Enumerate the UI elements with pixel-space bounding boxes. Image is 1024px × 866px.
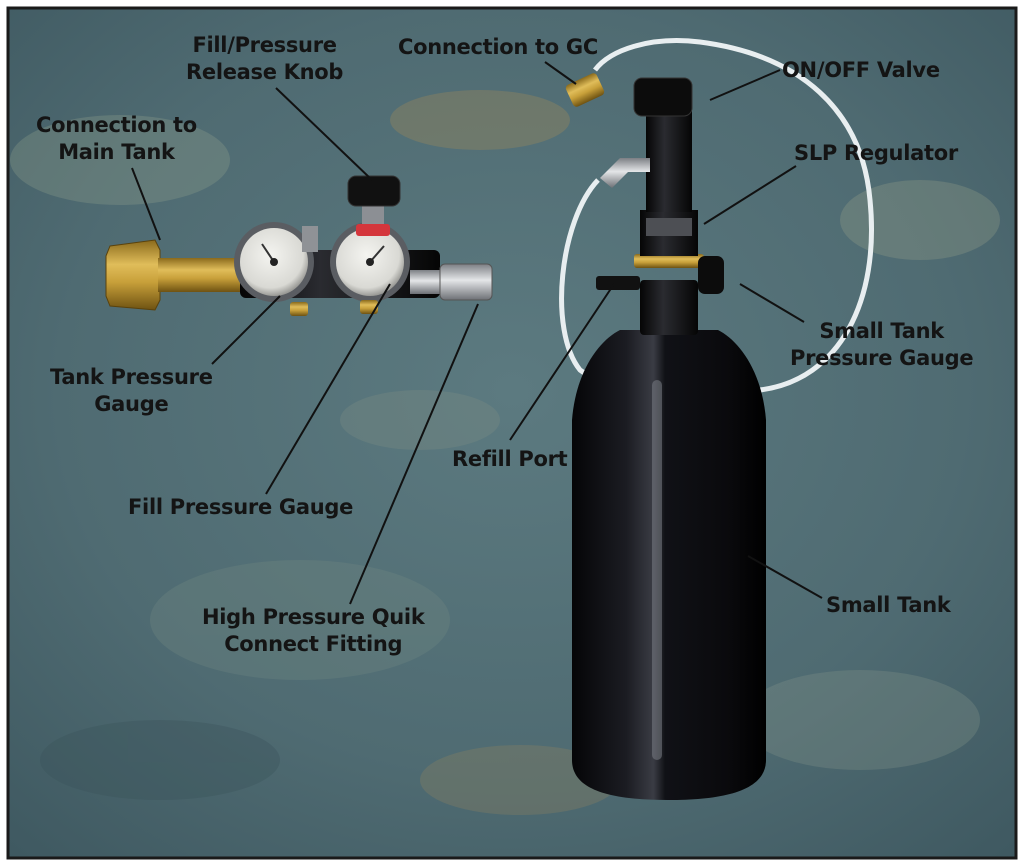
label-small-tank: Small Tank xyxy=(826,593,951,617)
leader-on-off-valve xyxy=(709,69,781,101)
label-on-off-valve: ON/OFF Valve xyxy=(782,58,940,82)
leader-quik-connect xyxy=(349,303,479,605)
leader-tank-pressure-gauge xyxy=(211,295,281,365)
leader-fill-release-knob xyxy=(275,87,373,181)
leader-small-tank-gauge xyxy=(739,283,805,323)
leader-small-tank xyxy=(747,555,823,599)
label-slp-regulator: SLP Regulator xyxy=(794,141,958,165)
label-refill-port: Refill Port xyxy=(452,447,568,471)
leader-fill-pressure-gauge xyxy=(265,283,391,495)
leader-connection-gc xyxy=(544,61,577,85)
leader-slp-regulator xyxy=(703,165,797,225)
regulator-assembly xyxy=(105,175,493,316)
label-connection-main-tank: Connection to Main Tank xyxy=(36,113,197,164)
label-fill-release-knob: Fill/Pressure Release Knob xyxy=(186,33,344,84)
gc-connector-fitting xyxy=(565,73,605,107)
label-quik-connect: High Pressure Quik Connect Fitting xyxy=(202,605,425,656)
label-fill-pressure-gauge: Fill Pressure Gauge xyxy=(128,495,354,519)
leader-connection-main-tank xyxy=(131,167,161,241)
leader-refill-port xyxy=(509,283,615,441)
slate-background xyxy=(6,6,1018,860)
label-small-tank-gauge: Small Tank Pressure Gauge xyxy=(790,319,974,370)
slate-texture xyxy=(10,90,1000,815)
label-tank-pressure-gauge: Tank Pressure Gauge xyxy=(50,365,213,416)
leader-lines xyxy=(131,61,823,605)
label-connection-gc: Connection to GC xyxy=(398,35,598,59)
small-tank-assembly xyxy=(572,77,766,800)
